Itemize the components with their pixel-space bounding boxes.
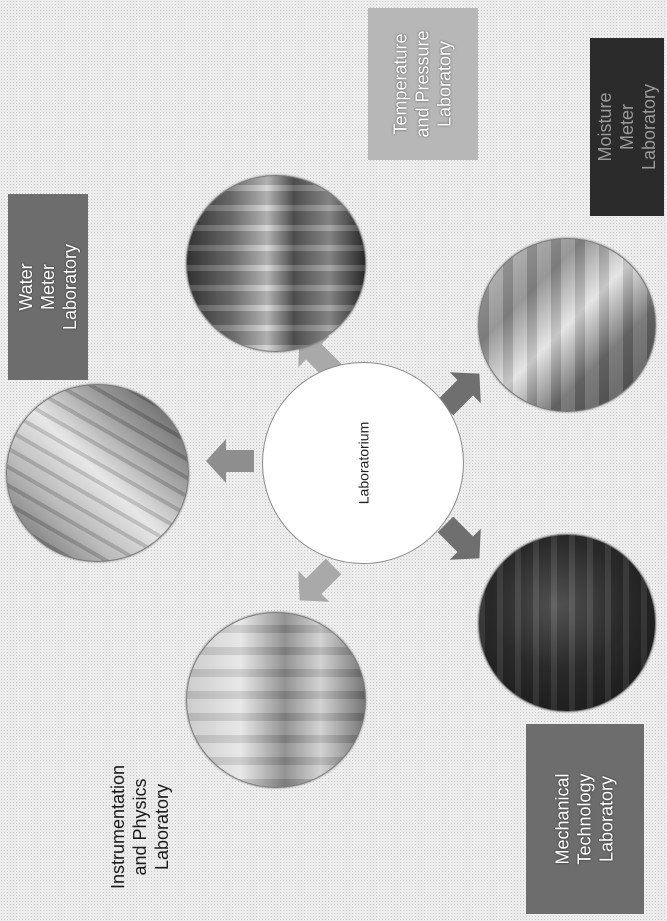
photo-mechanical-lab (478, 534, 656, 712)
label-mechanical-lab: Mechanical Technology Laboratory (526, 724, 644, 914)
center-label: Laboratorium (355, 421, 371, 505)
label-temperature-lab: Temperature and Pressure Laboratory (368, 8, 478, 160)
photo-moisture-lab (478, 238, 656, 412)
arrow-to-water-meter-lab (206, 439, 254, 483)
label-moisture-lab: Moisture Meter Laboratory (590, 38, 664, 216)
photo-water-meter-lab (6, 384, 189, 562)
center-hub: Laboratorium (262, 362, 464, 564)
arrow-to-instrumentation-lab (298, 558, 342, 602)
photo-temperature-lab (186, 175, 366, 352)
arrow-to-moisture-lab (437, 372, 481, 416)
arrow-to-mechanical-lab (437, 516, 481, 560)
label-water-meter-lab: Water Meter Laboratory (8, 194, 88, 380)
photo-instrumentation-lab (186, 612, 366, 788)
label-instrumentation-lab: Instrumentation and Physics Laboratory (108, 764, 173, 890)
